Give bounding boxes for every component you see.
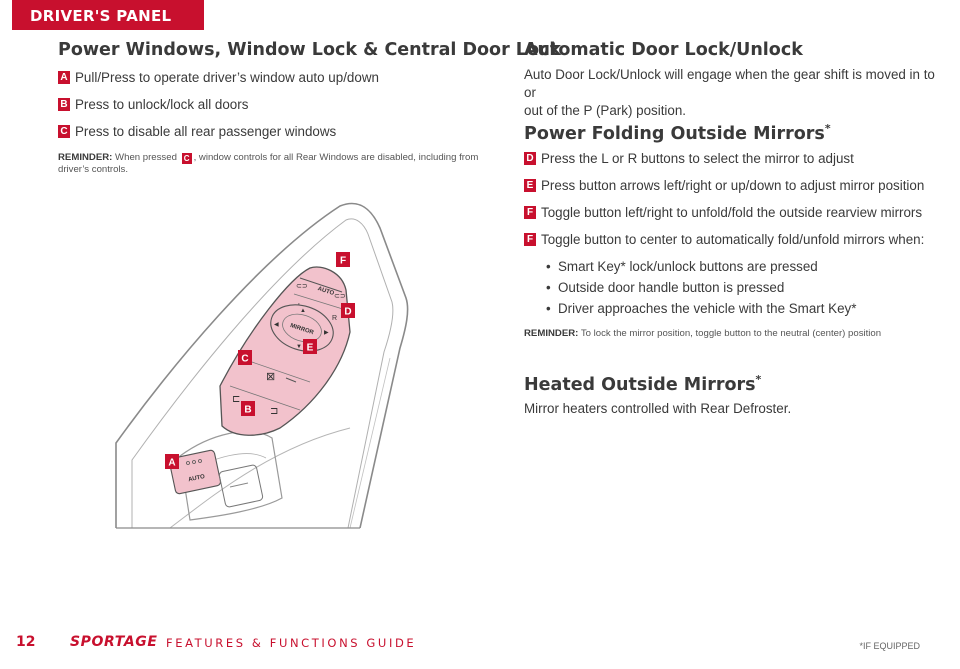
reminder-text-after: , window controls for all Rear Windows a…: [193, 152, 479, 163]
item-a-text: Pull/Press to operate driver’s window au…: [75, 70, 379, 85]
badge-e: E: [524, 179, 536, 192]
door-panel-illustration: AUTO AUTO ⊂⊃ ⊂⊃ L R MIRROR ▲ ▼ ◀ ▶ ⊠ ⊏ ⊐…: [115, 202, 409, 529]
lock-icon: ⊐: [270, 406, 278, 417]
bullet-3-text: Driver approaches the vehicle with the S…: [558, 301, 857, 316]
door-outline: [115, 202, 409, 529]
item-f2-text: Toggle button to center to automatically…: [541, 232, 925, 247]
door-trim-line: [349, 357, 391, 529]
passenger-window-switch: [218, 464, 264, 508]
bullet-2-text: Outside door handle button is pressed: [558, 280, 785, 295]
heated-asterisk: *: [755, 373, 762, 387]
bullet-3: •Driver approaches the vehicle with the …: [546, 301, 857, 316]
svg-text:D: D: [344, 307, 351, 318]
badge-d: D: [524, 152, 536, 165]
item-c: C Press to disable all rear passenger wi…: [58, 124, 336, 139]
auto-lock-text-line1: Auto Door Lock/Unlock will engage when t…: [524, 67, 935, 100]
footer-if-equipped: *IF EQUIPPED: [859, 641, 920, 651]
item-c-text: Press to disable all rear passenger wind…: [75, 124, 337, 139]
mirror-left-arrow: ◀: [274, 322, 279, 328]
power-windows-heading: Power Windows, Window Lock & Central Doo…: [58, 40, 561, 60]
bullet-1-text: Smart Key* lock/unlock buttons are press…: [558, 259, 818, 274]
armrest-edge: [169, 427, 351, 529]
window-switch-a: AUTO: [168, 449, 222, 495]
badge-f2: F: [524, 233, 536, 246]
page-number: 12: [16, 634, 36, 650]
item-e-text: Press button arrows left/right or up/dow…: [541, 178, 925, 193]
right-reminder-text: To lock the mirror position, toggle butt…: [580, 328, 882, 339]
fold-left-icon: ⊂⊃: [296, 283, 308, 290]
mirror-down-arrow: ▼: [296, 344, 302, 350]
auto-lock-text-line2: out of the P (Park) position.: [524, 103, 687, 118]
callout-e: E: [303, 339, 317, 354]
mirror-right-arrow: ▶: [324, 330, 329, 336]
fold-auto-label: AUTO: [317, 286, 335, 297]
lower-pocket: [179, 431, 283, 521]
reminder-line2: driver’s controls.: [58, 164, 129, 175]
callout-a: A: [165, 454, 179, 469]
svg-text:B: B: [244, 405, 251, 416]
badge-f1: F: [524, 206, 536, 219]
footer-guide-title: FEATURES & FUNCTIONS GUIDE: [166, 636, 417, 650]
item-f2: F Toggle button to center to automatical…: [524, 232, 924, 247]
svg-text:C: C: [241, 354, 248, 365]
auto-lock-heading: Automatic Door Lock/Unlock: [524, 40, 803, 60]
folding-heading-text: Power Folding Outside Mirrors: [524, 124, 825, 144]
svg-text:A: A: [168, 458, 175, 469]
svg-text:F: F: [340, 256, 346, 267]
reminder-badge-c: C: [181, 153, 192, 164]
heated-text: Mirror heaters controlled with Rear Defr…: [524, 401, 792, 416]
footer-brand: SPORTAGE: [70, 634, 158, 650]
folding-asterisk: *: [824, 122, 831, 136]
item-b: B Press to unlock/lock all doors: [58, 97, 248, 112]
bullet-1: •Smart Key* lock/unlock buttons are pres…: [546, 259, 818, 274]
item-d: D Press the L or R buttons to select the…: [524, 151, 854, 166]
mirror-right-label: R: [332, 315, 337, 322]
callout-b: B: [241, 401, 255, 416]
reminder-text-before: When pressed: [115, 152, 177, 163]
window-lock-icon: ⊠: [266, 371, 275, 383]
window-auto-label: AUTO: [188, 474, 206, 483]
badge-a: A: [58, 71, 70, 84]
item-f1: F Toggle button left/right to unfold/fol…: [524, 205, 922, 220]
main-switch-panel: AUTO ⊂⊃ ⊂⊃ L R MIRROR ▲ ▼ ◀ ▶ ⊠ ⊏ ⊐: [219, 266, 351, 436]
item-d-text: Press the L or R buttons to select the m…: [541, 151, 854, 166]
callout-d: D: [341, 303, 355, 318]
svg-text:E: E: [307, 343, 314, 354]
unlock-icon: ⊏: [232, 394, 240, 405]
badge-b: B: [58, 98, 70, 111]
reminder-label: REMINDER:: [58, 152, 113, 163]
bullet-2: •Outside door handle button is pressed: [546, 280, 785, 295]
fold-right-icon: ⊂⊃: [334, 293, 346, 300]
callout-c: C: [238, 350, 252, 365]
heated-mirrors-heading: Heated Outside Mirrors*: [524, 373, 762, 395]
section-tab: DRIVER'S PANEL: [12, 0, 204, 30]
item-e: E Press button arrows left/right or up/d…: [524, 178, 924, 193]
mirror-up-arrow: ▲: [300, 308, 306, 314]
callout-f: F: [336, 252, 350, 267]
folding-mirrors-heading: Power Folding Outside Mirrors*: [524, 122, 831, 144]
door-inner-line: [131, 218, 394, 529]
item-b-text: Press to unlock/lock all doors: [75, 97, 249, 112]
auto-lock-text: Auto Door Lock/Unlock will engage when t…: [524, 66, 944, 120]
item-a: A Pull/Press to operate driver’s window …: [58, 70, 379, 85]
item-f1-text: Toggle button left/right to unfold/fold …: [541, 205, 923, 220]
badge-c: C: [58, 125, 70, 138]
heated-heading-text: Heated Outside Mirrors: [524, 375, 756, 395]
right-reminder-label: REMINDER:: [524, 328, 579, 339]
left-reminder: REMINDER: When pressed C, window control…: [58, 152, 488, 176]
right-reminder: REMINDER: To lock the mirror position, t…: [524, 328, 944, 340]
